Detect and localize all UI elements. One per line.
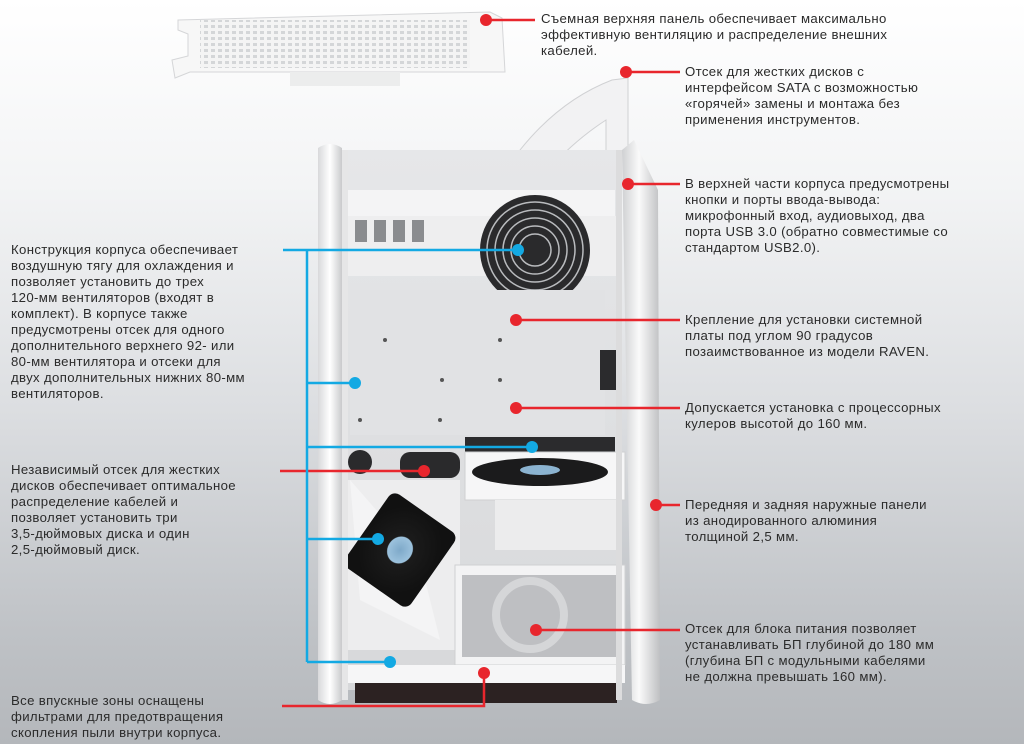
dot-hdd-bay <box>418 465 430 477</box>
dot-top-panel <box>480 14 492 26</box>
callout-cpu-cooler: Допускается установка с процессорных кул… <box>685 400 941 431</box>
dot-io-ports <box>622 178 634 190</box>
callout-psu: Отсек для блока питания позволяет устана… <box>685 621 935 684</box>
callout-airflow: Конструкция корпуса обеспечивает воздушн… <box>11 242 245 401</box>
dot-filters <box>478 667 490 679</box>
dot-hdd-sata <box>620 66 632 78</box>
callout-motherboard: Крепление для установки системной платы … <box>685 312 930 359</box>
callout-hdd-sata: Отсек для жестких дисков с интерфейсом S… <box>685 64 919 127</box>
top-panel-illustration <box>171 11 506 86</box>
dot-psu <box>530 624 542 636</box>
callout-top-panel: Съемная верхняя панель обеспечивает макс… <box>541 11 888 58</box>
dot-motherboard <box>510 314 522 326</box>
dot-panels <box>650 499 662 511</box>
callout-filters: Все впускные зоны оснащены фильтрами для… <box>11 693 224 740</box>
dot-cpu-cooler <box>510 402 522 414</box>
callout-panels: Передняя и задняя наружные панели из ано… <box>685 497 927 544</box>
callout-hdd-bay: Независимый отсек для жестких дисков обе… <box>11 462 236 557</box>
leader-filters <box>282 673 486 708</box>
callout-io-ports: В верхней части корпуса предусмотрены кн… <box>685 176 950 255</box>
